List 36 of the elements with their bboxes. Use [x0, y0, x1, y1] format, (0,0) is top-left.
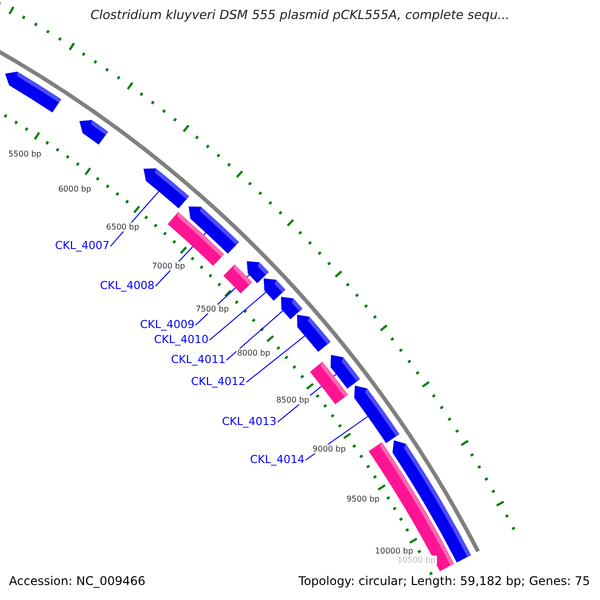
position-label: 5500 bp	[7, 150, 42, 159]
leader-line	[226, 310, 284, 361]
footer-text: Accession: NC_009466	[9, 574, 146, 588]
gene-label: CKL_4014	[250, 453, 305, 466]
gene-block	[79, 120, 108, 145]
gene-block	[297, 314, 331, 352]
gene-label: CKL_4007	[55, 239, 110, 252]
position-label: 8500 bp	[275, 395, 310, 404]
leader-line	[110, 190, 160, 247]
gene-label: CKL_4012	[191, 375, 246, 388]
gene-label: CKL_4013	[222, 415, 277, 428]
gene-block	[264, 278, 286, 301]
position-label: 9500 bp	[345, 494, 381, 504]
gene-block	[5, 72, 62, 112]
gene-block	[188, 206, 239, 254]
leader-line	[209, 292, 266, 341]
position-label: 6500 bp	[105, 222, 140, 231]
gene-block	[354, 386, 400, 444]
gene-label: CKL_4008	[100, 279, 155, 292]
gene-block	[281, 296, 302, 320]
gene-block	[144, 168, 190, 208]
position-label: 7500 bp	[194, 304, 230, 314]
position-label: 10500 bp	[396, 556, 436, 564]
gene-label: CKL_4011	[171, 353, 226, 366]
title: Clostridium kluyveri DSM 555 plasmid pCKL555A, complete sequ...	[89, 7, 511, 22]
gene-block	[330, 354, 360, 389]
position-label: 9000 bp	[312, 444, 347, 454]
gene-label: CKL_4010	[154, 333, 209, 346]
leader-line	[246, 335, 306, 383]
position-label: 6000 bp	[57, 184, 92, 194]
footer-text: Topology: circular; Length: 59,182 bp; Genes: 75	[298, 574, 590, 588]
gene-block	[246, 261, 269, 284]
position-label: 8000 bp	[236, 348, 272, 358]
position-label: 7000 bp	[151, 262, 186, 271]
gene-label: CKL_4009	[140, 318, 195, 331]
position-label: 10000 bp	[374, 546, 414, 556]
